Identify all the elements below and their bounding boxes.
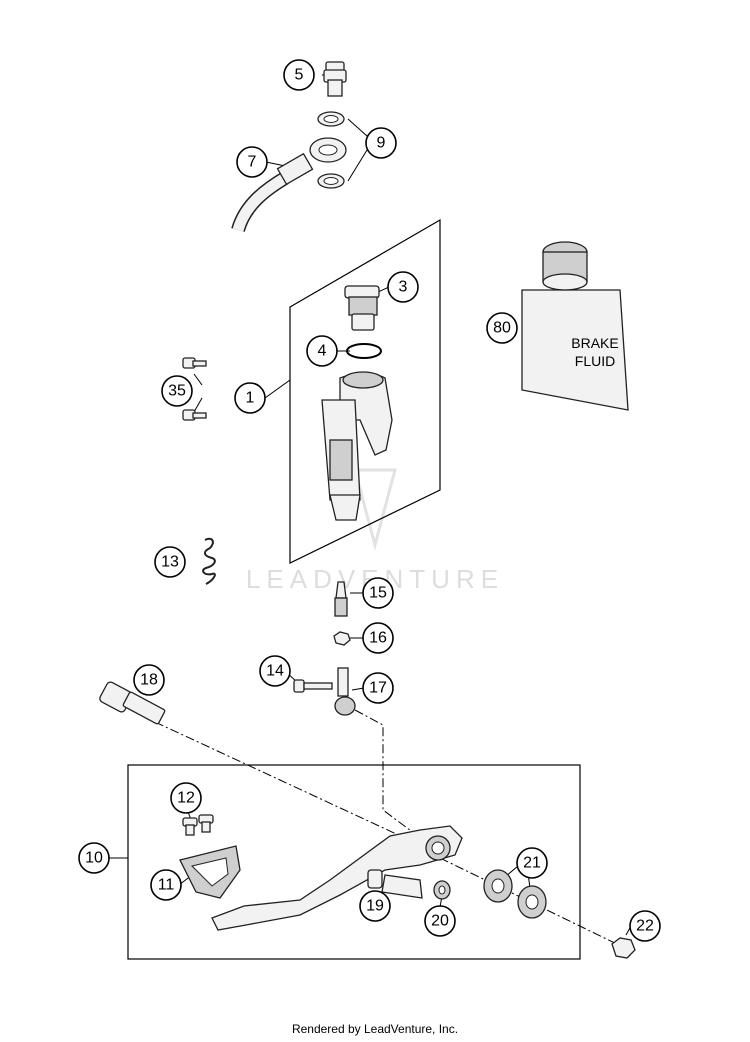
callout-15: 15 bbox=[362, 577, 394, 609]
svg-text:1: 1 bbox=[246, 390, 255, 407]
callout-16: 16 bbox=[362, 622, 394, 654]
svg-text:7: 7 bbox=[248, 154, 257, 171]
flange-nut bbox=[611, 937, 636, 959]
watermark: LEADVENTURE bbox=[246, 468, 498, 594]
brake-pedal bbox=[211, 825, 463, 931]
brake-master-cylinder bbox=[321, 371, 393, 521]
return-spring bbox=[202, 537, 216, 585]
svg-text:10: 10 bbox=[85, 850, 103, 867]
pedal-tip-screws bbox=[182, 814, 214, 836]
sealing-washers bbox=[317, 111, 345, 189]
bottle-label-line2: FLUID bbox=[575, 353, 615, 369]
callout-20: 20 bbox=[424, 905, 456, 937]
banjo-bolt bbox=[323, 61, 347, 97]
svg-text:9: 9 bbox=[377, 135, 386, 152]
brake-pedal-group-frame bbox=[127, 764, 581, 960]
callout-35: 35 bbox=[161, 375, 193, 407]
callout-9: 9 bbox=[365, 127, 397, 159]
callout-13: 13 bbox=[154, 546, 186, 578]
o-ring bbox=[346, 343, 382, 359]
brake-hose bbox=[231, 137, 347, 233]
svg-text:13: 13 bbox=[161, 554, 179, 571]
callout-12: 12 bbox=[170, 782, 202, 814]
svg-text:4: 4 bbox=[318, 343, 327, 360]
pedal-tip bbox=[179, 845, 241, 899]
brake-fluid-bottle: BRAKE FLUID bbox=[521, 241, 629, 411]
callout-11: 11 bbox=[150, 869, 182, 901]
svg-text:16: 16 bbox=[369, 630, 387, 647]
callout-10: 10 bbox=[78, 842, 110, 874]
callout-1: 1 bbox=[234, 382, 266, 414]
callout-18: 18 bbox=[133, 664, 165, 696]
callout-3: 3 bbox=[387, 271, 419, 303]
callout-22: 22 bbox=[629, 910, 661, 942]
svg-text:18: 18 bbox=[140, 672, 158, 689]
reservoir-connector bbox=[344, 285, 380, 331]
svg-text:11: 11 bbox=[158, 877, 175, 894]
clevis-assembly bbox=[293, 667, 356, 716]
callout-21: 21 bbox=[516, 847, 548, 879]
callout-14: 14 bbox=[259, 655, 291, 687]
callout-80: 80 bbox=[486, 312, 518, 344]
svg-text:17: 17 bbox=[369, 680, 387, 697]
svg-text:5: 5 bbox=[295, 67, 304, 84]
svg-text:19: 19 bbox=[366, 898, 384, 915]
svg-text:35: 35 bbox=[168, 383, 186, 400]
svg-text:14: 14 bbox=[266, 663, 284, 680]
callout-17: 17 bbox=[362, 672, 394, 704]
svg-text:20: 20 bbox=[431, 913, 449, 930]
callout-5: 5 bbox=[283, 59, 315, 91]
svg-text:3: 3 bbox=[399, 279, 408, 296]
callout-4: 4 bbox=[306, 335, 338, 367]
svg-text:21: 21 bbox=[523, 855, 541, 872]
pivot-bolt bbox=[99, 681, 166, 725]
footer-credit: Rendered by LeadVenture, Inc. bbox=[291, 1022, 459, 1036]
callout-7: 7 bbox=[236, 146, 268, 178]
push-rod bbox=[334, 581, 348, 617]
master-cylinder-group-frame bbox=[289, 218, 441, 564]
svg-text:15: 15 bbox=[369, 585, 387, 602]
svg-text:12: 12 bbox=[177, 790, 195, 807]
callout-19: 19 bbox=[359, 890, 391, 922]
svg-text:22: 22 bbox=[636, 918, 654, 935]
bushing bbox=[433, 880, 451, 900]
hex-nut bbox=[333, 631, 351, 646]
bottle-label-line1: BRAKE bbox=[571, 335, 618, 351]
screws bbox=[182, 357, 207, 421]
clevis-pin bbox=[367, 869, 423, 899]
svg-text:80: 80 bbox=[493, 320, 511, 337]
bearings bbox=[483, 869, 547, 919]
